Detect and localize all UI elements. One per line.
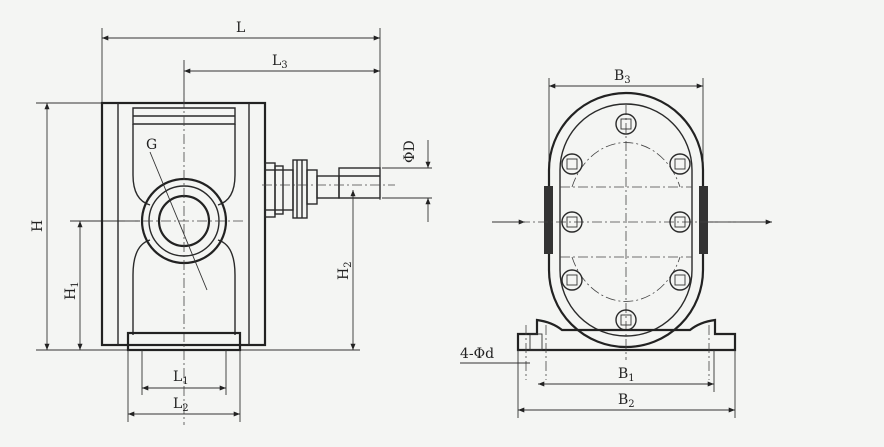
front-view: L L3 H H1 H2 ΦD <box>30 20 432 425</box>
label-B3: B3 <box>614 68 631 86</box>
label-L2: L2 <box>173 396 189 414</box>
flange-bolts <box>561 113 691 331</box>
leader-G <box>149 151 208 291</box>
label-B1: B1 <box>618 366 635 384</box>
outlet-port <box>699 186 708 254</box>
bolt <box>615 113 637 135</box>
shaft-assembly <box>262 159 395 219</box>
pump-body-outer <box>100 101 267 347</box>
label-L3: L3 <box>272 53 288 71</box>
bolt <box>669 269 691 291</box>
bolt <box>561 153 583 175</box>
base-plate <box>126 331 242 352</box>
label-H2: H2 <box>336 261 354 280</box>
label-H1: H1 <box>63 281 81 300</box>
label-G: G <box>146 137 157 153</box>
label-H: H <box>30 220 46 232</box>
label-L: L <box>236 20 245 36</box>
label-phiD: ΦD <box>402 140 418 163</box>
bolt <box>561 269 583 291</box>
label-L1: L1 <box>173 369 189 387</box>
side-base <box>516 318 737 352</box>
label-bolt-hole: 4-Φd <box>460 346 494 362</box>
inlet-port <box>544 186 553 254</box>
side-view: B3 <box>460 68 772 418</box>
bolt <box>561 211 583 233</box>
pump-housing-side <box>547 91 705 349</box>
bolt <box>669 153 691 175</box>
bolt <box>669 211 691 233</box>
label-B2: B2 <box>618 392 635 410</box>
